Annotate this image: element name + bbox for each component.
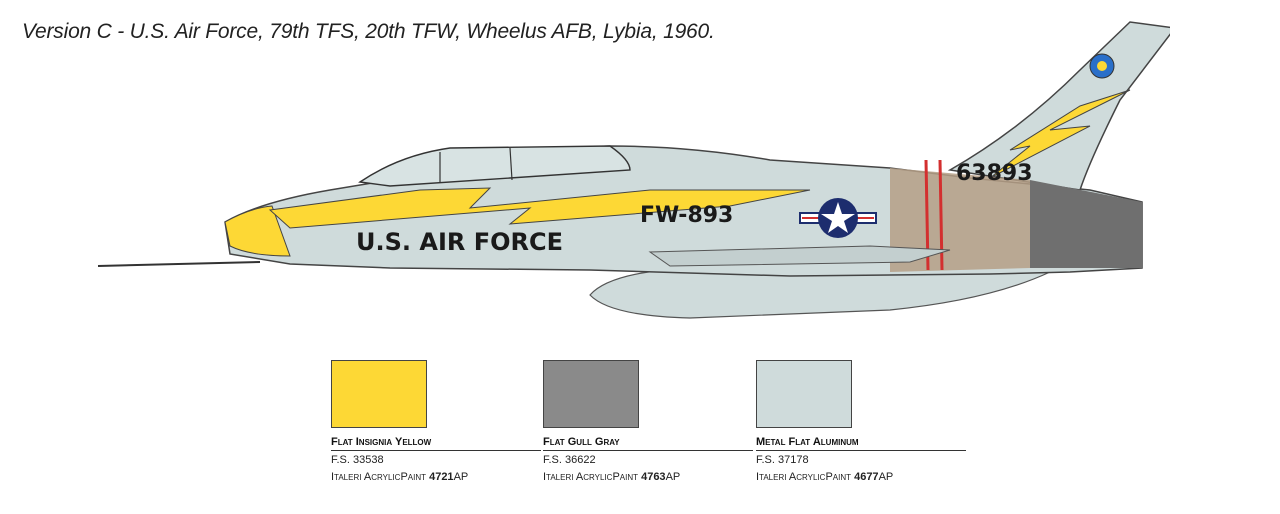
color-chip	[756, 360, 852, 428]
tail-lightning	[989, 89, 1131, 179]
paint-label: Italeri AcrylicPaint	[756, 471, 852, 483]
paint-suffix: AP	[878, 471, 894, 483]
exhaust-section	[1030, 180, 1142, 268]
paint-name: Flat Insignia Yellow	[331, 436, 541, 451]
buzz-number: FW-893	[640, 203, 733, 228]
color-chip	[543, 360, 639, 428]
paint-code-line: Italeri AcrylicPaint 4721AP	[331, 471, 541, 483]
fuselage-marking: U.S. AIR FORCE	[356, 228, 563, 256]
paint-code-line: Italeri AcrylicPaint 4763AP	[543, 471, 753, 483]
fs-code: F.S. 36622	[543, 454, 596, 466]
red-stripe	[938, 159, 944, 271]
pitot-tube	[97, 261, 261, 267]
swatch-metal-flat-aluminum: Metal Flat Aluminum F.S. 37178 Italeri A…	[756, 360, 966, 483]
burnt-metal-section	[890, 168, 1030, 272]
paint-code-line: Italeri AcrylicPaint 4677AP	[756, 471, 966, 483]
tail-number: 63893	[956, 161, 1033, 186]
yellow-lightning-stripe	[268, 187, 811, 229]
version-caption: Version C - U.S. Air Force, 79th TFS, 20…	[22, 20, 715, 43]
swatch-flat-gull-gray: Flat Gull Gray F.S. 36622 Italeri Acryli…	[543, 360, 753, 483]
tail-fin	[947, 21, 1170, 191]
color-chip	[331, 360, 427, 428]
fs-code: F.S. 33538	[331, 454, 384, 466]
paint-name: Flat Gull Gray	[543, 436, 753, 451]
paint-suffix: AP	[665, 471, 681, 483]
aircraft-illustration: U.S. AIR FORCE FW-893 63893	[97, 21, 1170, 319]
nose-yellow	[224, 205, 291, 257]
wing	[648, 245, 951, 267]
paint-code: 4677	[854, 471, 879, 483]
paint-name: Metal Flat Aluminum	[756, 436, 966, 451]
fs-code: F.S. 37178	[756, 454, 809, 466]
paint-label: Italeri AcrylicPaint	[543, 471, 639, 483]
canopy	[358, 145, 631, 187]
paint-label: Italeri AcrylicPaint	[331, 471, 427, 483]
paint-code: 4721	[429, 471, 454, 483]
paint-suffix: AP	[453, 471, 469, 483]
paint-code: 4763	[641, 471, 666, 483]
swatch-flat-insignia-yellow: Flat Insignia Yellow F.S. 33538 Italeri …	[331, 360, 541, 483]
